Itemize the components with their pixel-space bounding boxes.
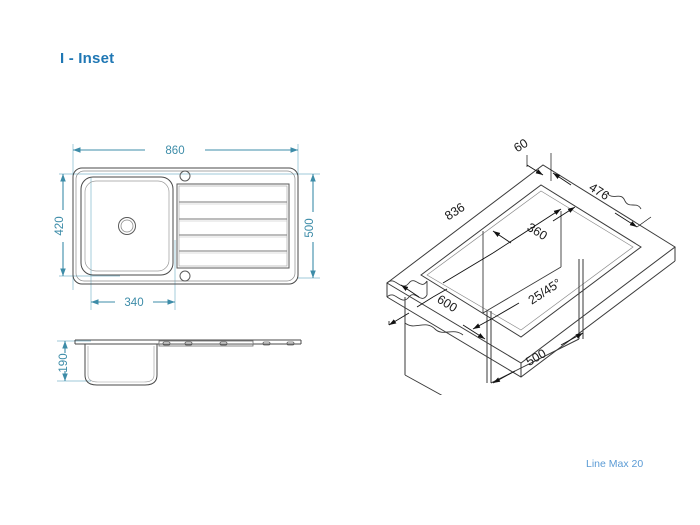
- dim-bowl-cutout-width-label: 360: [525, 220, 550, 243]
- tap-hole-lower: [179, 270, 191, 282]
- dim-bowl-width: 340: [91, 297, 175, 309]
- cutout-divider: [482, 211, 562, 314]
- top-view: 860 500 420 340: [54, 144, 320, 310]
- cutout-aperture: [420, 184, 642, 338]
- dim-overall-depth: 500: [304, 174, 316, 278]
- break-line-right: [606, 192, 642, 210]
- drainer-groove-ticks: [162, 341, 295, 346]
- dim-bowl-height-label: 190: [58, 353, 70, 372]
- drainer-side-profile: [158, 340, 254, 347]
- waste-outlet: [118, 217, 136, 235]
- cabinet-break-line: [404, 322, 464, 395]
- tap-hole-upper: [179, 170, 191, 182]
- dim-cutout-width-label: 476: [587, 180, 612, 203]
- dim-cabinet-depth: 500: [492, 332, 584, 384]
- dim-bowl-height: 190: [58, 341, 70, 381]
- dim-cutout-width: 476: [552, 172, 652, 228]
- dim-cutout-length-label: 836: [442, 200, 467, 223]
- dim-overall-width: 860: [73, 145, 298, 157]
- sink-inner-rim: [75, 170, 296, 282]
- dim-cabinet-width-label: 600: [435, 292, 460, 315]
- drainer-grooves: [179, 201, 287, 254]
- side-section-view: 190: [57, 339, 302, 386]
- dim-overall-depth-label: 500: [304, 218, 316, 237]
- worktop-slab: [386, 164, 676, 378]
- dim-bowl-depth-label: 420: [54, 216, 66, 235]
- model-label: Line Max 20: [586, 458, 644, 470]
- page-title: I - Inset: [60, 50, 115, 67]
- bowl-section-profile: [84, 344, 158, 386]
- dim-overall-width-label: 860: [165, 145, 184, 157]
- dim-rim-edge-label: 60: [511, 136, 530, 155]
- isometric-cutout-view: 836 60 476 360 600: [386, 136, 676, 395]
- bowl-section-inner: [87, 346, 155, 383]
- break-line-left: [386, 280, 428, 301]
- dim-bowl-width-label: 340: [124, 297, 143, 309]
- dim-bowl-depth: 420: [54, 174, 66, 276]
- sink-outer-rim: [72, 167, 299, 285]
- drainer-panel: [176, 183, 290, 269]
- dim-bowl-cutout-width: 360: [492, 206, 576, 244]
- sink-bowl: [80, 176, 174, 276]
- dim-rim-edge: 60: [511, 136, 552, 181]
